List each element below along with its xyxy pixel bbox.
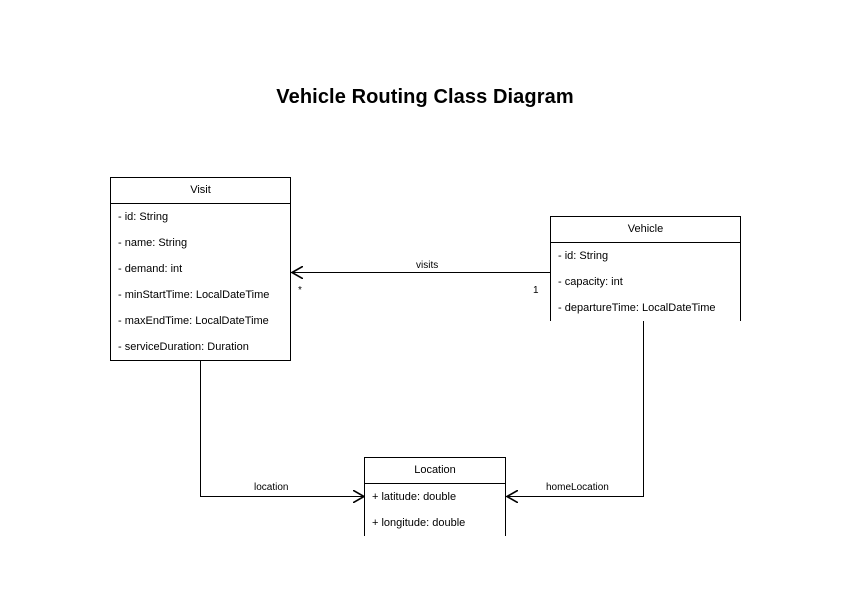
edge-vehicle-location-vertical [643, 321, 644, 497]
edge-visit-location-horizontal [200, 496, 364, 497]
class-box-location[interactable]: Location + latitude: double + longitude:… [364, 457, 506, 536]
class-name-location: Location [365, 458, 505, 484]
class-attributes-visit: - id: String - name: String - demand: in… [111, 204, 290, 360]
edge-vehicle-location-horizontal [506, 496, 643, 497]
class-attribute: - id: String [118, 211, 169, 223]
multiplicity-visits-target: * [298, 285, 302, 296]
class-attribute: - id: String [558, 250, 609, 262]
class-attributes-location: + latitude: double + longitude: double [365, 484, 505, 536]
class-name-visit: Visit [111, 178, 290, 204]
class-attribute: - capacity: int [558, 276, 623, 288]
edge-label-visits: visits [416, 260, 439, 271]
arrowhead-home-location-icon [505, 489, 519, 504]
class-attribute: - minStartTime: LocalDateTime [118, 289, 270, 301]
class-attribute: + latitude: double [372, 491, 457, 503]
class-attribute: + longitude: double [372, 517, 466, 529]
class-name-vehicle: Vehicle [551, 217, 740, 243]
edge-vehicle-visit-horizontal [291, 272, 550, 273]
edge-label-location: location [254, 482, 289, 493]
class-attribute: - name: String [118, 237, 188, 249]
arrowhead-visits-icon [290, 265, 304, 280]
arrowhead-location-icon [352, 489, 366, 504]
class-attribute: - serviceDuration: Duration [118, 341, 249, 353]
class-attribute: - maxEndTime: LocalDateTime [118, 315, 269, 327]
class-box-vehicle[interactable]: Vehicle - id: String - capacity: int - d… [550, 216, 741, 321]
edge-label-home-location: homeLocation [546, 482, 609, 493]
class-attribute: - departureTime: LocalDateTime [558, 302, 716, 314]
class-attributes-vehicle: - id: String - capacity: int - departure… [551, 243, 740, 321]
class-attribute: - demand: int [118, 263, 183, 275]
edge-visit-location-vertical [200, 361, 201, 497]
diagram-title: Vehicle Routing Class Diagram [276, 86, 574, 108]
class-box-visit[interactable]: Visit - id: String - name: String - dema… [110, 177, 291, 361]
multiplicity-visits-source: 1 [533, 285, 539, 296]
